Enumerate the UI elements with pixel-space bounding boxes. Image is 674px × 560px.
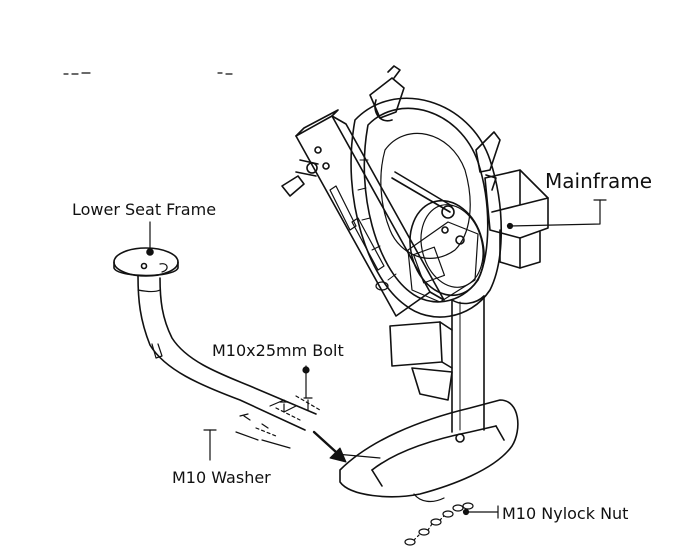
- header-marks: [63, 72, 233, 75]
- assembly-arrow: [312, 430, 347, 463]
- bolt-label: M10x25mm Bolt: [212, 341, 344, 360]
- nylock-nut-label: M10 Nylock Nut: [502, 504, 629, 523]
- leader-lines: [147, 199, 607, 519]
- bolt-icon: [239, 397, 313, 429]
- mainframe-label: Mainframe: [545, 169, 653, 193]
- mainframe-assembly: [281, 65, 549, 503]
- washer-label: M10 Washer: [172, 468, 271, 487]
- fasteners: [235, 395, 474, 546]
- lower-seat-frame-part: [113, 247, 317, 431]
- nut-icon: [404, 502, 474, 546]
- lower-seat-frame-label: Lower Seat Frame: [72, 200, 217, 219]
